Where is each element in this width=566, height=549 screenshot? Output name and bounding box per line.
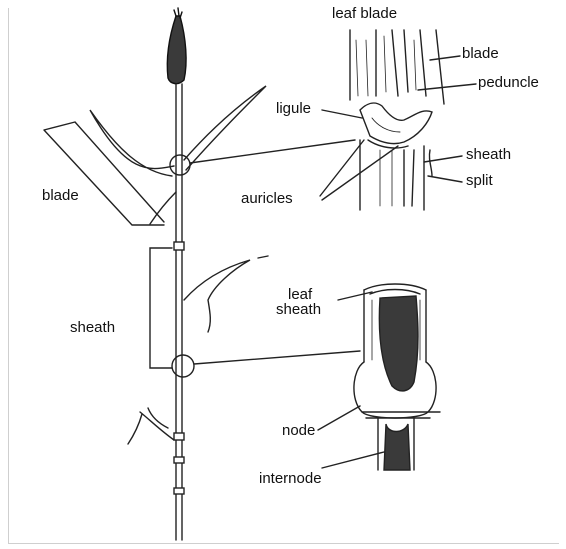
leaf-blade-left [90,110,174,176]
leader-ligule [322,110,362,118]
node-section-detail [354,284,440,470]
label-node: node [282,423,315,439]
ligule-detail [350,30,444,210]
label-auricles: auricles [241,191,293,207]
leaf-blade-right [184,86,266,170]
label-leaf-blade: leaf blade [332,6,397,22]
connector-ligule [190,140,355,163]
stem-node-1 [174,242,184,250]
lower-cavity [384,424,410,470]
leader-peduncle [418,84,476,90]
label-internode: internode [259,471,322,487]
label-split: split [466,173,493,189]
ligule-highlight-circle [170,155,190,175]
leader-node [318,406,360,430]
leader-internode [322,452,384,468]
stem-node-3 [174,457,184,463]
leaf-blade-lower [184,260,250,332]
leader-auricles-1 [320,140,364,196]
leader-blade-top [430,56,460,60]
label-ligule: ligule [276,101,311,117]
label-sheath-top: sheath [466,147,511,163]
label-blade-left: blade [42,188,79,204]
culm-stem [176,84,182,540]
leader-split [428,176,462,182]
blade-bracket [44,122,164,225]
sheath-bracket [150,248,172,368]
stem-node-4 [174,488,184,494]
connector-node [194,351,360,364]
leader-leaf-sheath [338,292,372,300]
upper-cavity [379,296,418,391]
label-peduncle: peduncle [478,75,539,91]
label-sheath-left: sheath [70,320,115,336]
plant-illustration [90,8,268,540]
seed-head [167,16,186,84]
label-leaf-sheath: sheath [276,302,321,318]
stem-node-2 [174,433,184,440]
label-blade-top: blade [462,46,499,62]
